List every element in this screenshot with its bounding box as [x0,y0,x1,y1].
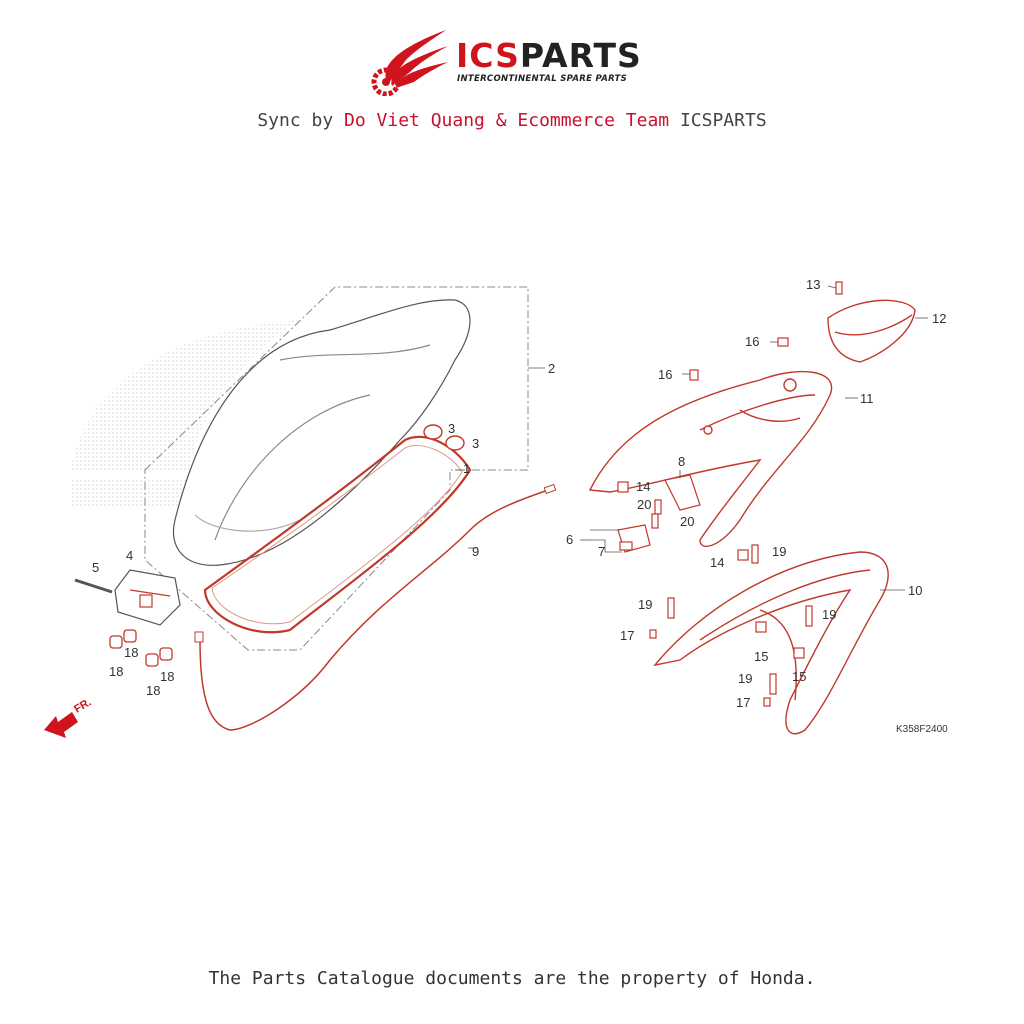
callout-9: 9 [472,544,479,559]
callout-16: 16 [658,367,672,382]
callout-19: 19 [822,607,836,622]
callout-18: 18 [160,669,174,684]
sync-credit: Sync by Do Viet Quang & Ecommerce Team I… [257,110,767,131]
callout-14: 14 [710,555,724,570]
seat-part [173,299,471,566]
callout-19: 19 [638,597,652,612]
callout-18: 18 [146,683,160,698]
sync-credit-team: Do Viet Quang & Ecommerce Team [344,110,670,131]
callout-18: 18 [109,664,123,679]
brand-name: ICSPARTS [456,36,642,75]
leader-lines [455,285,928,591]
callout-16: 16 [745,334,759,349]
front-direction-arrow-icon [44,712,78,738]
fastener-parts [617,281,843,707]
callout-12: 12 [932,311,946,326]
lock-pin-part [74,578,113,594]
callout-18: 18 [124,645,138,660]
seat-lock-part [114,569,181,626]
icsparts-logo-icon [371,30,448,96]
callout-17: 17 [736,695,750,710]
rubber-bumper-part [423,424,465,451]
rear-cover-part [827,299,916,363]
callout-19: 19 [738,671,752,686]
callout-20: 20 [637,497,651,512]
callout-10: 10 [908,583,922,598]
callout-8: 8 [678,454,685,469]
callout-11: 11 [860,391,874,406]
seat-assembly-outline [144,286,529,651]
callout-15: 15 [754,649,768,664]
callout-3: 3 [472,436,479,451]
callout-13: 13 [806,277,820,292]
grommet-part [109,629,173,667]
callout-20: 20 [680,514,694,529]
diagram-code: K358F2400 [896,724,948,735]
seat-seal-part [203,435,472,634]
callout-15: 15 [792,669,806,684]
callout-19: 19 [772,544,786,559]
rear-cowl-upper-part [588,370,833,548]
ownership-notice: The Parts Catalogue documents are the pr… [208,968,816,989]
callout-5: 5 [92,560,99,575]
bracket-part [617,474,701,553]
callout-2: 2 [548,361,555,376]
brand-tagline: INTERCONTINENTAL SPARE PARTS [457,74,628,84]
rear-cowl-lower-part [653,551,889,735]
callout-14: 14 [636,479,650,494]
callout-1: 1 [463,461,470,476]
seat-cable-part [199,489,549,731]
callout-17: 17 [620,628,634,643]
callout-6: 6 [566,532,573,547]
callout-7: 7 [598,544,605,559]
callout-3: 3 [448,421,455,436]
callout-4: 4 [126,548,133,563]
